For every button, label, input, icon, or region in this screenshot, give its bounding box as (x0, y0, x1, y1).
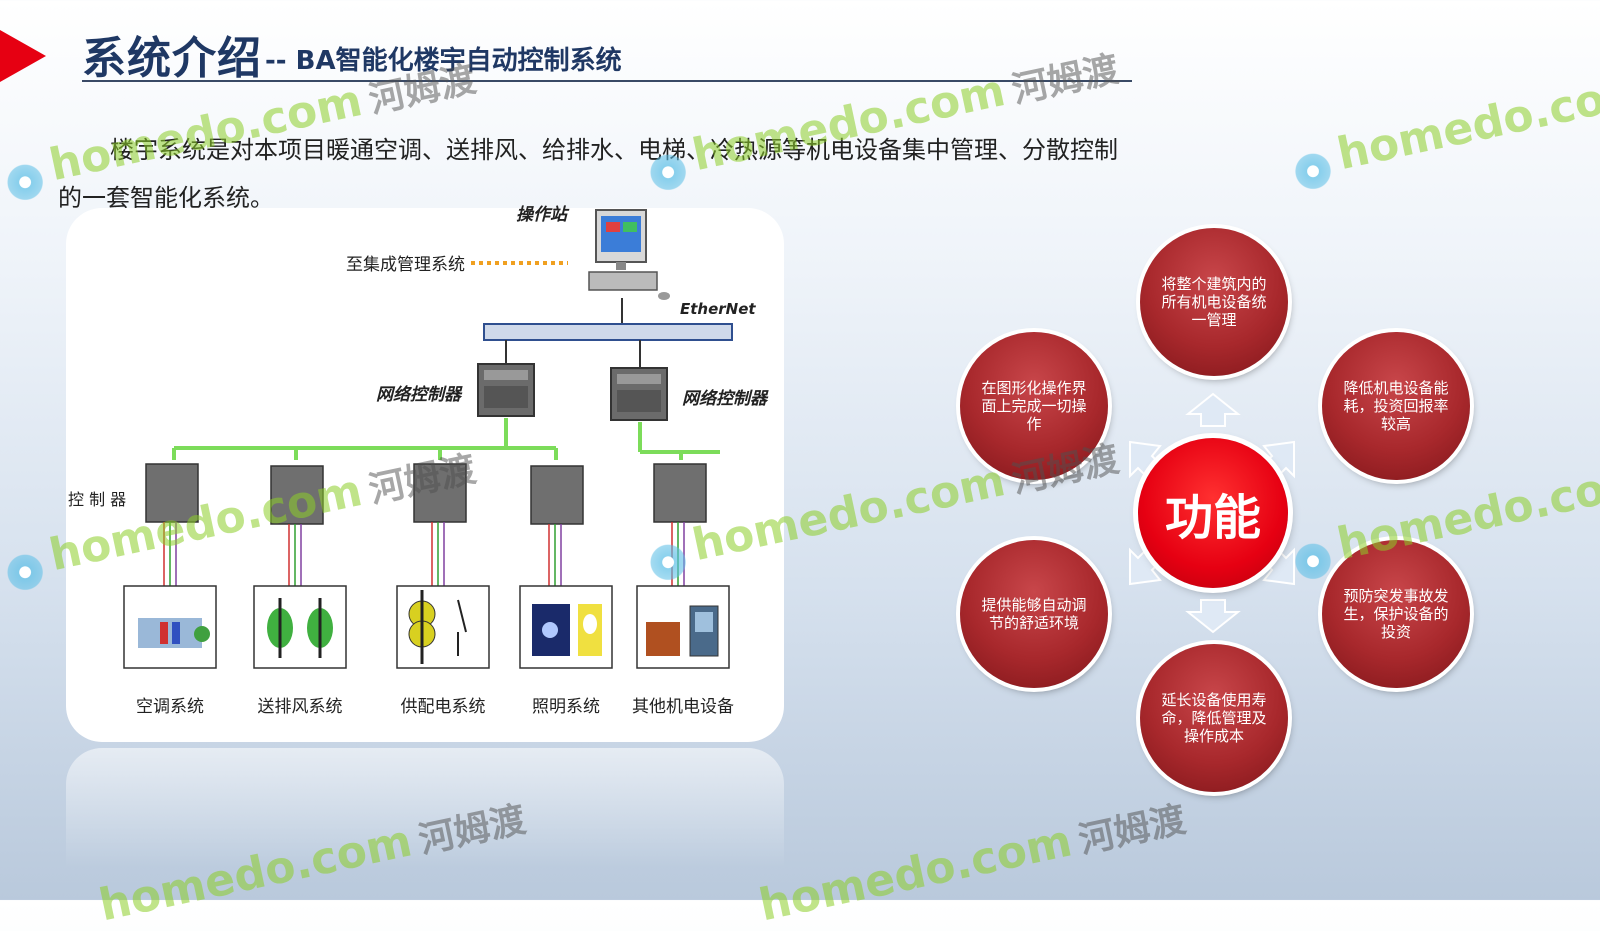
system-label-lighting: 照明系统 (532, 697, 600, 717)
ddc-controller-icons (145, 463, 707, 525)
watermark-flower-icon (0, 545, 52, 598)
equipment-hvac-icon (123, 585, 217, 669)
system-label-ventilation: 送排风系统 (257, 697, 343, 717)
equipment-lighting-icon (519, 585, 613, 669)
watermark-flower-icon (0, 155, 52, 208)
function-item-energy-saving: 降低机电设备能耗，投资回报率较高 (1322, 332, 1470, 480)
function-item-accident-prevention: 预防突发事故发生，保护设备的投资 (1322, 540, 1470, 688)
network-controller-left-label: 网络控制器 (376, 385, 461, 405)
function-wheel: 功能 将整个建筑内的所有机电设备统一管理 降低机电设备能耗，投资回报率较高 预防… (930, 210, 1490, 810)
field-bus (172, 418, 720, 460)
operator-station-label: 操作站 (516, 205, 567, 225)
title-arrow-icon (0, 30, 46, 82)
slide-title: 系统介绍 -- BA智能化楼宇自动控制系统 (0, 18, 1140, 88)
diagram-graphics (123, 209, 733, 669)
ba-system-diagram: 操作站 至集成管理系统 EtherNet 网络控制器 网络控制器 控 制 器 空… (66, 205, 784, 742)
equipment-power-icon (396, 585, 490, 669)
diagram-reflection (66, 748, 784, 868)
page-subtitle: -- BA智能化楼宇自动控制系统 (265, 46, 622, 76)
system-label-hvac: 空调系统 (136, 697, 204, 717)
ethernet-bus (483, 323, 733, 341)
watermark: homedo.com河姆渡 (754, 799, 1190, 931)
watermark-flower-icon (641, 535, 695, 588)
ethernet-label: EtherNet (680, 300, 756, 318)
system-label-power: 供配电系统 (400, 697, 486, 717)
equipment-ventilation-icon (253, 585, 347, 669)
function-center: 功能 (1138, 438, 1288, 588)
function-item-unified-management: 将整个建筑内的所有机电设备统一管理 (1140, 228, 1288, 376)
equipment-other-icon (636, 585, 730, 669)
title-divider (82, 80, 1132, 82)
watermark: homedo.com (1284, 64, 1600, 197)
function-item-extend-lifespan: 延长设备使用寿命，降低管理及操作成本 (1140, 644, 1288, 792)
arrow-down-icon (1185, 599, 1241, 634)
workstation-icon (588, 209, 670, 300)
arrow-up-icon (1185, 392, 1241, 427)
intro-paragraph: 楼宇系统是对本项目暖通空调、送排风、给排水、电梯、冷热源等机电设备集中管理、分散… (58, 136, 1118, 212)
function-item-comfort: 提供能够自动调节的舒适环境 (960, 540, 1108, 688)
ims-label: 至集成管理系统 (346, 255, 465, 275)
watermark-flower-icon (641, 145, 695, 198)
page-title: 系统介绍 (82, 33, 262, 84)
function-item-graphical-ui: 在图形化操作界面上完成一切操作 (960, 332, 1108, 480)
network-controller-left-icon (477, 363, 535, 417)
controller-label: 控 制 器 (68, 490, 127, 509)
network-controller-right-label: 网络控制器 (682, 389, 767, 409)
system-label-other: 其他机电设备 (632, 697, 734, 717)
watermark-flower-icon (1286, 534, 1340, 587)
watermark-flower-icon (1286, 144, 1340, 197)
network-controller-right-icon (610, 367, 668, 421)
